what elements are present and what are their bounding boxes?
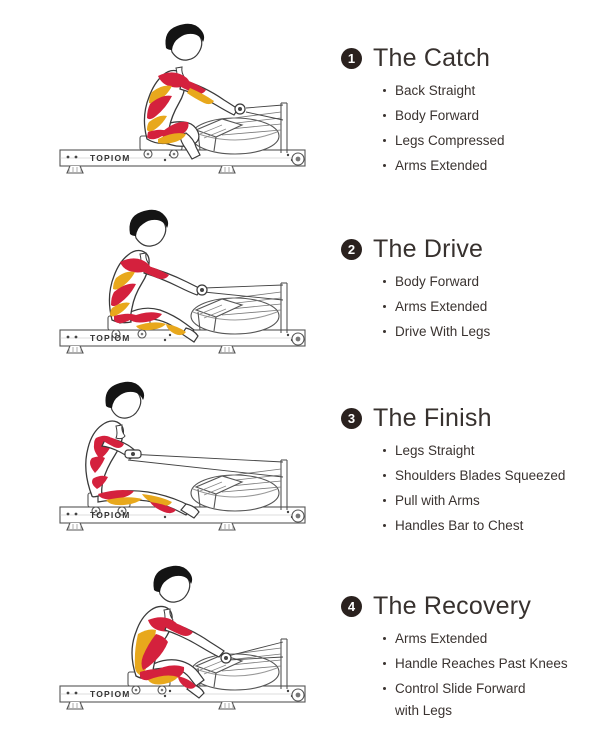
machine-brand-label: TOPIOM xyxy=(90,689,131,699)
list-item: Back Straight xyxy=(383,80,600,102)
step-section-drive: TOPIOM 2 The Drive Body Forward Arms Ext… xyxy=(0,200,600,376)
step-number-badge-1: 1 xyxy=(341,48,362,69)
rower-drive-svg: TOPIOM xyxy=(59,209,306,354)
machine-brand-label: TOPIOM xyxy=(90,153,131,163)
step-bullet-list-recovery: Arms Extended Handle Reaches Past Knees … xyxy=(341,628,600,721)
step-section-recovery: TOPIOM 4 The Recovery Arms Extended Hand… xyxy=(0,556,600,741)
list-item: Shoulders Blades Squeezed xyxy=(383,465,600,487)
rowing-machine-finish xyxy=(59,453,306,531)
list-item: Arms Extended xyxy=(383,155,600,177)
step-text-finish: 3 The Finish Legs Straight Shoulders Bla… xyxy=(335,376,600,540)
step-bullet-list-finish: Legs Straight Shoulders Blades Squeezed … xyxy=(341,440,600,537)
list-item: Control Slide Forward with Legs xyxy=(383,678,600,721)
rowing-machine-catch xyxy=(59,102,306,174)
step-section-finish: TOPIOM 3 The Finish Legs Straight Should… xyxy=(0,376,600,556)
list-item: Legs Compressed xyxy=(383,130,600,152)
step-text-drive: 2 The Drive Body Forward Arms Extended D… xyxy=(335,200,600,346)
step-number-badge-4: 4 xyxy=(341,596,362,617)
illustration-catch: TOPIOM xyxy=(0,8,335,208)
rower-finish-svg: TOPIOM xyxy=(59,381,306,531)
list-item: Body Forward xyxy=(383,105,600,127)
illustration-finish: TOPIOM xyxy=(0,376,335,556)
rower-figure-recovery xyxy=(131,565,232,699)
rower-figure-drive xyxy=(108,209,208,343)
machine-brand-label: TOPIOM xyxy=(90,510,131,520)
step-heading-finish: 3 The Finish xyxy=(341,404,600,433)
list-item: Arms Extended xyxy=(383,296,600,318)
list-item: Handles Bar to Chest xyxy=(383,515,600,537)
list-item: Body Forward xyxy=(383,271,600,293)
machine-brand-label: TOPIOM xyxy=(90,333,131,343)
step-text-recovery: 4 The Recovery Arms Extended Handle Reac… xyxy=(335,556,600,725)
rower-catch-svg: TOPIOM xyxy=(59,23,306,174)
step-bullet-list-drive: Body Forward Arms Extended Drive With Le… xyxy=(341,271,600,343)
step-heading-drive: 2 The Drive xyxy=(341,235,600,264)
step-number-badge-2: 2 xyxy=(341,239,362,260)
step-bullet-list-catch: Back Straight Body Forward Legs Compress… xyxy=(341,80,600,177)
step-heading-catch: 1 The Catch xyxy=(341,44,600,73)
step-title-finish: The Finish xyxy=(373,404,492,432)
list-item: Pull with Arms xyxy=(383,490,600,512)
step-text-catch: 1 The Catch Back Straight Body Forward L… xyxy=(335,0,600,180)
illustration-recovery: TOPIOM xyxy=(0,562,335,747)
step-heading-recovery: 4 The Recovery xyxy=(341,592,600,621)
list-item: Drive With Legs xyxy=(383,321,600,343)
list-item: Legs Straight xyxy=(383,440,600,462)
list-item: Handle Reaches Past Knees xyxy=(383,653,600,675)
step-title-catch: The Catch xyxy=(373,44,491,72)
rower-figure-finish xyxy=(85,381,200,519)
step-title-drive: The Drive xyxy=(373,235,484,263)
step-section-catch: TOPIOM 1 The Catch Back Straight Body Fo… xyxy=(0,0,600,200)
illustration-drive: TOPIOM xyxy=(0,202,335,378)
step-title-recovery: The Recovery xyxy=(373,592,532,620)
list-item: Arms Extended xyxy=(383,628,600,650)
rower-figure-catch xyxy=(143,23,246,160)
step-number-badge-3: 3 xyxy=(341,408,362,429)
rower-recovery-svg: TOPIOM xyxy=(59,565,306,710)
